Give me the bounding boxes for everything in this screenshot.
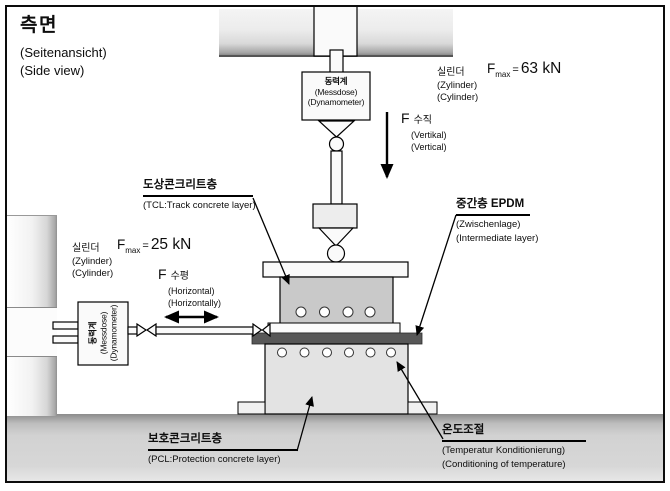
leader-line-epdm: [415, 214, 457, 336]
coupling-left: [136, 322, 148, 338]
dynamometer-de: (Messdose): [97, 311, 108, 355]
force-ko: 수평: [170, 271, 189, 282]
pcl-hole: [386, 347, 396, 358]
tcl-hole: [295, 306, 307, 318]
horizontal-cylinder-de: (Zylinder): [72, 256, 113, 267]
wall-rod-upper: [52, 321, 79, 330]
temperature-de: (Temperatur Konditionierung): [442, 445, 566, 456]
temperature-label: 온도조절 (Temperatur Konditionierung) (Condi…: [442, 421, 586, 471]
force-ko: 수직: [413, 115, 432, 126]
leader-line-pcl: [296, 396, 314, 452]
pcl-hole: [322, 347, 332, 358]
vertical-cylinder-de: (Zylinder): [437, 80, 478, 91]
wall-rod-lower: [52, 335, 79, 344]
epdm-de: (Zwischenlage): [456, 219, 521, 230]
vertical-dynamometer-label: 동력계 (Messdose) (Dynamometer): [302, 76, 370, 108]
vertical-cylinder-en: (Cylinder): [437, 91, 479, 103]
leader-line-tcl: [252, 197, 290, 285]
temperature-en: (Conditioning of temperature): [442, 458, 566, 470]
force-de: (Vertikal): [411, 130, 447, 140]
ball-joint-upper: [328, 136, 345, 152]
tcl-ko: 도상콘크리트층: [143, 176, 253, 197]
epdm-en: (Intermediate layer): [456, 232, 539, 244]
title-ko: 측면: [20, 15, 58, 36]
force-en: (Vertical): [411, 141, 447, 152]
coupling-right: [261, 322, 271, 338]
horizontal-fmax: Fmax=25 kN: [117, 236, 191, 255]
ball-joint-lower: [326, 244, 346, 263]
dynamometer-en: (Dynamometer): [307, 97, 365, 107]
tcl-hole: [319, 306, 330, 318]
horizontal-cylinder-en: (Cylinder): [72, 267, 114, 279]
fmax-subscript: max: [125, 246, 141, 256]
vertical-fmax: Fmax=63 kN: [487, 60, 561, 79]
support-foot-right: [407, 401, 438, 415]
fmax-value: 63 kN: [520, 60, 562, 77]
page-title: 측면 (Seitenansicht) (Side view): [20, 10, 107, 80]
horizontal-dynamometer-box: [77, 301, 129, 366]
vertical-dynamometer-box: [301, 71, 371, 121]
force-symbol: F: [401, 110, 410, 126]
floor: [7, 414, 663, 481]
funnel-joint: [317, 120, 356, 138]
fmax-equals: =: [142, 240, 149, 252]
fmax-equals: =: [512, 64, 519, 76]
epdm-ko: 중간층 EPDM: [456, 195, 530, 216]
force-en: (Horizontally): [168, 297, 222, 308]
horizontal-dynamometer-label: 동력계 (Messdose) (Dynamometer): [87, 302, 119, 364]
fmax-symbol: F: [487, 61, 496, 76]
dynamometer-ko: 동력계: [324, 76, 348, 86]
tcl-hole: [342, 306, 354, 318]
horizontal-cylinder-ko: 실린더: [72, 243, 100, 254]
pcl-en: (PCL:Protection concrete layer): [148, 454, 281, 465]
epdm-label: 중간층 EPDM (Zwischenlage) (Intermediate la…: [456, 195, 538, 245]
reaction-wall-opening: [7, 307, 57, 357]
actuator-stub: [127, 326, 138, 335]
actuator-rod: [155, 326, 254, 335]
pcl-label: 보호콘크리트층 (PCL:Protection concrete layer): [148, 430, 298, 467]
pcl-hole: [277, 347, 287, 358]
horizontal-cylinder-label: 실린더 (Zylinder) (Cylinder): [72, 239, 113, 279]
pcl-block: [264, 343, 409, 415]
support-foot-left: [237, 401, 266, 415]
title-de: (Seitenansicht): [20, 45, 107, 60]
tcl-label: 도상콘크리트층 (TCL:Track concrete layer): [143, 176, 256, 213]
load-rod: [330, 150, 343, 205]
coupling-right: [252, 322, 263, 338]
force-symbol: F: [158, 266, 167, 282]
epdm-layer: [251, 332, 423, 345]
press-rod-upper: [329, 49, 344, 75]
spherical-seat: [317, 227, 355, 247]
pcl-ko: 보호콘크리트층: [148, 430, 298, 451]
title-en: (Side view): [20, 63, 85, 78]
press-column: [313, 5, 358, 57]
dynamometer-de: (Messdose): [314, 86, 358, 97]
fmax-symbol: F: [117, 237, 126, 252]
tcl-hole: [364, 306, 376, 318]
vertical-cylinder-ko: 실린더: [437, 67, 465, 78]
dynamometer-en: (Dynamometer): [108, 304, 119, 362]
fmax-subscript: max: [495, 70, 511, 80]
pcl-hole: [365, 347, 376, 358]
vertical-cylinder-label: 실린더 (Zylinder) (Cylinder): [437, 63, 478, 103]
fmax-value: 25 kN: [150, 236, 192, 253]
pcl-hole: [344, 347, 354, 358]
coupling-left: [145, 322, 157, 338]
slide-plate: [267, 322, 401, 334]
load-block: [312, 203, 358, 229]
force-de: (Horizontal): [168, 286, 215, 296]
dynamometer-ko: 동력계: [87, 321, 98, 345]
tcl-en: (TCL:Track concrete layer): [143, 200, 256, 211]
leader-line-temperature: [396, 361, 444, 440]
tcl-block: [279, 276, 394, 328]
temperature-ko: 온도조절: [442, 421, 586, 442]
pcl-hole: [299, 347, 310, 358]
